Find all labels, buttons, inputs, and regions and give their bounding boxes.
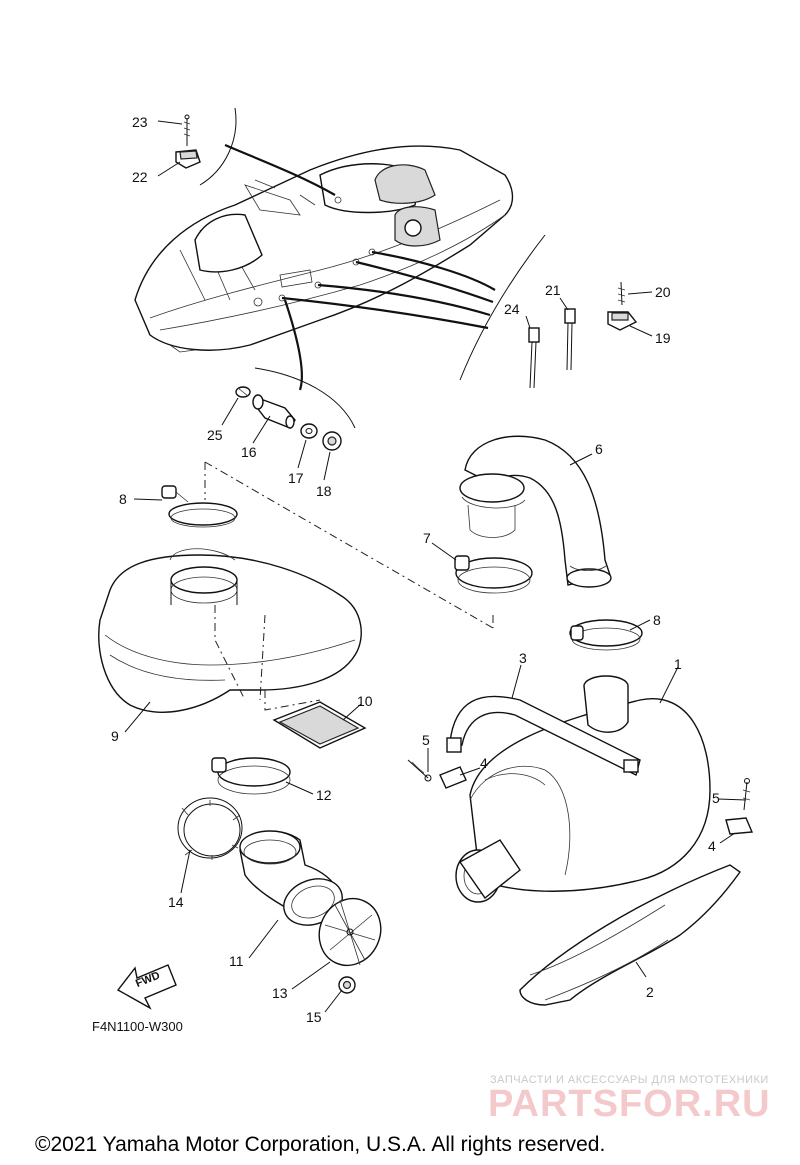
part-label-21: 21 — [545, 282, 561, 298]
part-label-4-right: 4 — [708, 838, 716, 854]
part-label-8-right: 8 — [653, 612, 661, 628]
part-23-screw — [183, 114, 191, 146]
part-label-23: 23 — [132, 114, 148, 130]
break-bracket-right — [459, 234, 546, 381]
part-label-15: 15 — [306, 1009, 322, 1025]
part-label-9: 9 — [111, 728, 119, 744]
fwd-direction-arrow — [116, 964, 177, 1010]
break-bracket-bottom — [254, 367, 356, 429]
part-label-2: 2 — [646, 984, 654, 1000]
part-25-clip — [235, 386, 251, 398]
part-label-1: 1 — [674, 656, 682, 672]
part-label-16: 16 — [241, 444, 257, 460]
part-label-14: 14 — [168, 894, 184, 910]
part-label-18: 18 — [316, 483, 332, 499]
part-label-11: 11 — [229, 953, 244, 969]
part-label-19: 19 — [655, 330, 671, 346]
part-22-grommet — [175, 149, 201, 169]
part-label-13: 13 — [272, 985, 288, 1001]
part-4-bracket-left — [439, 766, 467, 789]
part-2-heat-shield — [519, 864, 741, 1006]
part-label-24: 24 — [504, 301, 520, 317]
part-5-screw-right — [742, 778, 751, 811]
part-8-clamp-right — [569, 619, 643, 651]
part-7-clamp — [454, 555, 533, 594]
part-3-strap — [446, 695, 641, 777]
part-19-grommet — [607, 311, 638, 331]
watercraft-illustration — [134, 145, 514, 353]
part-10-filter-sheet — [264, 690, 367, 749]
copyright-notice: ©2021 Yamaha Motor Corporation, U.S.A. A… — [35, 1133, 605, 1156]
part-12-clamp — [211, 757, 291, 795]
part-9-air-box — [98, 548, 362, 713]
part-11-duct — [239, 830, 343, 926]
part-8-clamp-top — [161, 485, 238, 528]
part-1-muffler — [455, 675, 711, 903]
part-24-cable-tie — [528, 327, 540, 389]
leader-lines — [124, 120, 747, 1013]
part-13-screen — [318, 897, 382, 967]
part-18-nut — [322, 431, 342, 451]
part-label-12: 12 — [316, 787, 332, 803]
part-4-bracket-right — [725, 817, 754, 835]
part-label-6: 6 — [595, 441, 603, 457]
part-6-exhaust-hose — [459, 435, 612, 588]
part-16-fitting — [252, 394, 296, 429]
part-label-17: 17 — [288, 470, 304, 486]
part-label-25: 25 — [207, 427, 223, 443]
part-17-washer — [300, 423, 318, 439]
part-number-labels: 23 22 24 21 20 19 25 16 17 18 6 8 7 8 3 … — [111, 114, 720, 1025]
part-20-screw — [617, 281, 626, 306]
part-label-5-left: 5 — [422, 732, 430, 748]
part-5-screw-left — [407, 759, 432, 782]
part-21-cable-tie — [564, 308, 576, 371]
part-label-4-left: 4 — [480, 755, 488, 771]
part-label-10: 10 — [357, 693, 373, 709]
part-label-5-right: 5 — [712, 790, 720, 806]
watermark-brand: PARTSFOR.RU — [488, 1083, 771, 1125]
part-14-ring-clip — [177, 797, 243, 860]
part-label-8-top: 8 — [119, 491, 127, 507]
watermark-tagline: ЗАПЧАСТИ И АКСЕССУАРЫ ДЛЯ МОТОТЕХНИКИ — [490, 1074, 769, 1086]
part-label-3: 3 — [519, 650, 527, 666]
part-15-nut — [338, 976, 356, 994]
part-label-22: 22 — [132, 169, 148, 185]
break-bracket-top — [199, 107, 237, 186]
diagram-code: F4N1100-W300 — [92, 1019, 183, 1034]
part-label-7: 7 — [423, 530, 431, 546]
part-label-20: 20 — [655, 284, 671, 300]
